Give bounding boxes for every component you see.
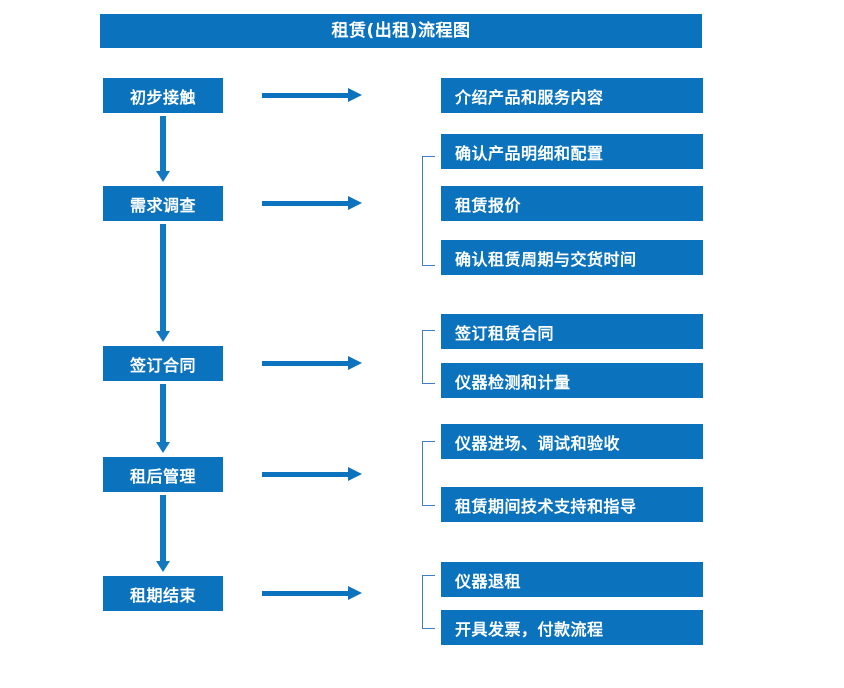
arrow-shaft bbox=[262, 472, 350, 477]
group-bracket-3 bbox=[422, 330, 435, 384]
detail-box-g4-2[interactable]: 租赁期间技术支持和指导 bbox=[441, 487, 703, 522]
arrow-head-down-icon bbox=[156, 331, 170, 342]
stage-box-1[interactable]: 初步接触 bbox=[103, 78, 223, 113]
detail-box-g2-1[interactable]: 确认产品明细和配置 bbox=[441, 134, 703, 169]
arrow-shaft bbox=[262, 201, 350, 206]
group-bracket-5 bbox=[422, 575, 435, 629]
arrow-shaft bbox=[262, 93, 350, 98]
arrow-head-right-icon bbox=[348, 88, 362, 102]
group-bracket-2 bbox=[422, 156, 435, 266]
group-bracket-4 bbox=[422, 441, 435, 506]
flowchart-title: 租赁(出租)流程图 bbox=[100, 14, 702, 48]
arrow-shaft bbox=[160, 384, 166, 442]
horizontal-arrow-3 bbox=[262, 355, 362, 371]
arrow-shaft bbox=[160, 224, 166, 331]
vertical-arrow-4-to-5 bbox=[155, 495, 171, 574]
detail-box-g5-2[interactable]: 开具发票，付款流程 bbox=[441, 610, 703, 645]
detail-box-g5-1[interactable]: 仪器退租 bbox=[441, 562, 703, 597]
horizontal-arrow-5 bbox=[262, 585, 362, 601]
detail-box-g3-1[interactable]: 签订租赁合同 bbox=[441, 314, 703, 349]
horizontal-arrow-4 bbox=[262, 466, 362, 482]
arrow-head-down-icon bbox=[156, 442, 170, 453]
stage-box-5[interactable]: 租期结束 bbox=[103, 576, 223, 611]
arrow-head-right-icon bbox=[348, 467, 362, 481]
detail-box-g1-1[interactable]: 介绍产品和服务内容 bbox=[441, 78, 703, 113]
arrow-shaft bbox=[262, 591, 350, 596]
arrow-head-down-icon bbox=[156, 171, 170, 182]
vertical-arrow-2-to-3 bbox=[155, 224, 171, 344]
arrow-head-right-icon bbox=[348, 196, 362, 210]
horizontal-arrow-2 bbox=[262, 195, 362, 211]
detail-box-g3-2[interactable]: 仪器检测和计量 bbox=[441, 363, 703, 398]
stage-box-3[interactable]: 签订合同 bbox=[103, 346, 223, 381]
vertical-arrow-1-to-2 bbox=[155, 116, 171, 184]
detail-box-g2-2[interactable]: 租赁报价 bbox=[441, 186, 703, 221]
detail-box-g4-1[interactable]: 仪器进场、调试和验收 bbox=[441, 424, 703, 459]
detail-box-g2-3[interactable]: 确认租赁周期与交货时间 bbox=[441, 240, 703, 275]
vertical-arrow-3-to-4 bbox=[155, 384, 171, 455]
arrow-shaft bbox=[160, 116, 166, 171]
arrow-head-right-icon bbox=[348, 586, 362, 600]
stage-box-2[interactable]: 需求调查 bbox=[103, 186, 223, 221]
arrow-head-right-icon bbox=[348, 356, 362, 370]
arrow-shaft bbox=[262, 361, 350, 366]
stage-box-4[interactable]: 租后管理 bbox=[103, 457, 223, 492]
horizontal-arrow-1 bbox=[262, 87, 362, 103]
arrow-head-down-icon bbox=[156, 561, 170, 572]
arrow-shaft bbox=[160, 495, 166, 561]
